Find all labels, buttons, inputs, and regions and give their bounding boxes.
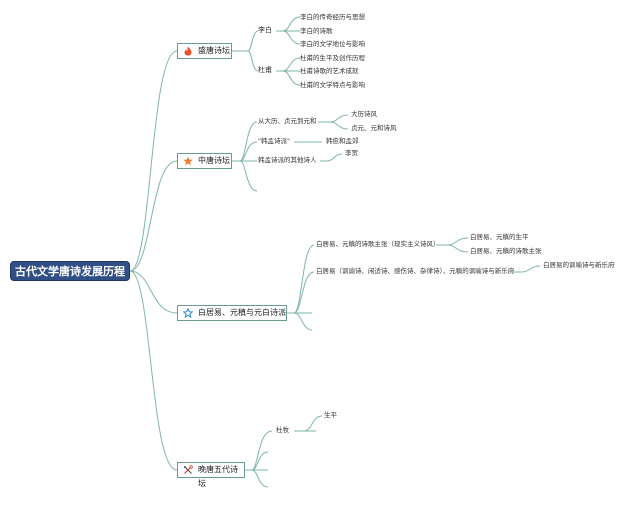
leaf-topic[interactable]: 杜甫诗歌的艺术成就 [300, 67, 359, 75]
leaf-topic[interactable]: 白居易、元稹的生平 [470, 233, 529, 241]
group-label[interactable]: 白居易（讽谕诗、闲适诗、感伤诗、杂律诗）、元稹的讽喻诗与新乐府 [316, 267, 515, 275]
leaf-topic[interactable]: 生平 [324, 411, 337, 419]
leaf-topic[interactable]: 李白的文学地位与影响 [300, 40, 365, 48]
group-label[interactable]: "韩孟诗派" [258, 137, 290, 145]
tools-icon [183, 465, 193, 475]
branch-title: 晚唐五代诗坛 [198, 465, 238, 488]
leaf-topic[interactable]: 李白的诗歌 [300, 27, 333, 35]
leaf-topic[interactable]: 杜甫的文学特点与影响 [300, 81, 365, 89]
branch-late-tang[interactable]: 晚唐五代诗坛 [177, 462, 245, 488]
root-topic[interactable]: 古代文学唐诗发展历程 [10, 261, 130, 281]
leaf-topic[interactable]: 白居易、元稹的诗歌主张 [470, 247, 542, 255]
group-label[interactable]: 从大历、贞元到元和 [258, 117, 317, 125]
group-label[interactable]: 杜牧 [276, 426, 289, 434]
branch-bai-yuan[interactable]: 白居易、元稹与元白诗派 [177, 305, 287, 321]
branch-mid-tang[interactable]: 中唐诗坛 [177, 153, 232, 169]
leaf-topic[interactable]: 白居易的讽喻诗与新乐府 [543, 261, 615, 269]
branch-high-tang[interactable]: 盛唐诗坛 [177, 43, 232, 59]
star-filled-icon [183, 156, 193, 166]
leaf-topic[interactable]: 杜甫的生平及创作历程 [300, 54, 365, 62]
group-label[interactable]: 李白 [258, 26, 272, 34]
group-label[interactable]: 韩孟诗派的其他诗人 [258, 156, 317, 164]
leaf-topic[interactable]: 李白的传奇经历与思想 [300, 13, 365, 21]
fire-icon [183, 46, 193, 56]
leaf-topic[interactable]: 贞元、元和诗风 [351, 124, 397, 132]
star-outline-icon [182, 307, 194, 319]
leaf-topic[interactable]: 韩愈和孟郊 [326, 137, 359, 145]
group-label[interactable]: 杜甫 [258, 66, 272, 74]
leaf-topic[interactable]: 李贺 [345, 149, 358, 157]
group-label[interactable]: 白居易、元稹的诗歌主张（现实主义诗风） [316, 240, 440, 248]
branch-title: 盛唐诗坛 [198, 46, 230, 55]
leaf-topic[interactable]: 大历诗风 [351, 110, 377, 118]
branch-title: 中唐诗坛 [198, 156, 230, 165]
branch-title: 白居易、元稹与元白诗派 [198, 308, 286, 317]
